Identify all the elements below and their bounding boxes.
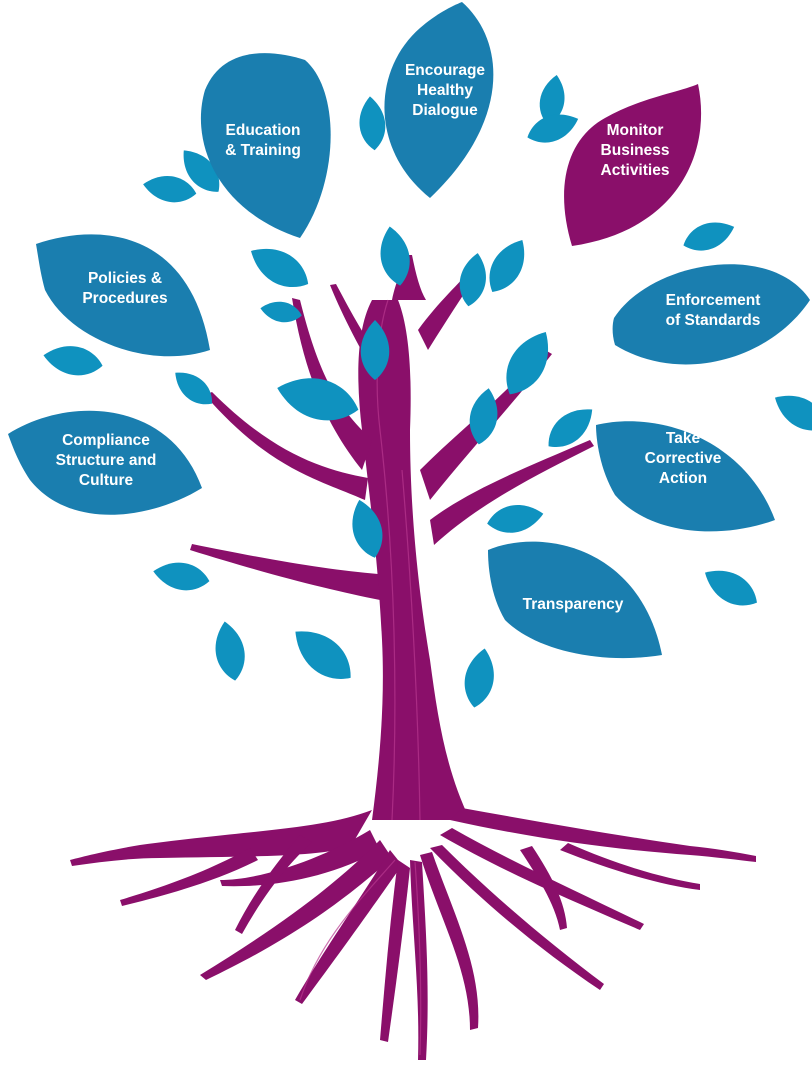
leaf-transparency: Transparency (488, 541, 662, 659)
leaf-shape (596, 421, 775, 532)
leaf-shape (564, 84, 702, 246)
leaf-shape (384, 2, 494, 198)
leaf-shape (200, 53, 331, 238)
leaf-shape (488, 541, 662, 659)
leaf-label-line: & Training (225, 142, 301, 159)
leaf-label-line: Encourage (405, 62, 485, 79)
leaf-label-line: Business (601, 142, 670, 159)
leaf-shape (612, 264, 810, 365)
leaf-label-line: Structure and (56, 452, 157, 469)
leaf-policies-procedures: Policies & Procedures (36, 234, 210, 357)
leaf-label-line: Enforcement (666, 292, 761, 309)
leaf-label: Education & Training (225, 122, 301, 159)
leaf-label-line: Culture (79, 472, 134, 489)
leaf-label-line: Take (666, 430, 701, 447)
leaf-label-line: Education (226, 122, 301, 139)
leaf-label-line: Transparency (523, 596, 624, 613)
leaf-enforcement-standards: Enforcement of Standards (612, 264, 810, 365)
leaf-label-line: Monitor (607, 122, 664, 139)
leaf-label-line: Dialogue (412, 102, 478, 119)
leaf-label: Policies & Procedures (82, 270, 167, 307)
leaf-label-line: Procedures (82, 290, 167, 307)
leaf-shape (36, 234, 210, 357)
tree-trunk (70, 255, 756, 1060)
leaf-label: Transparency (523, 596, 624, 613)
leaf-label: Enforcement of Standards (666, 292, 761, 329)
leaf-label-line: of Standards (666, 312, 761, 329)
leaf-label-line: Corrective (645, 450, 722, 467)
leaf-label-line: Policies & (88, 270, 162, 287)
leaf-label-line: Activities (601, 162, 670, 179)
leaf-education-training: Education & Training (200, 53, 331, 238)
leaf-label-line: Action (659, 470, 707, 487)
leaf-shape (8, 410, 202, 515)
leaf-label-line: Healthy (417, 82, 473, 99)
leaf-label-line: Compliance (62, 432, 150, 449)
